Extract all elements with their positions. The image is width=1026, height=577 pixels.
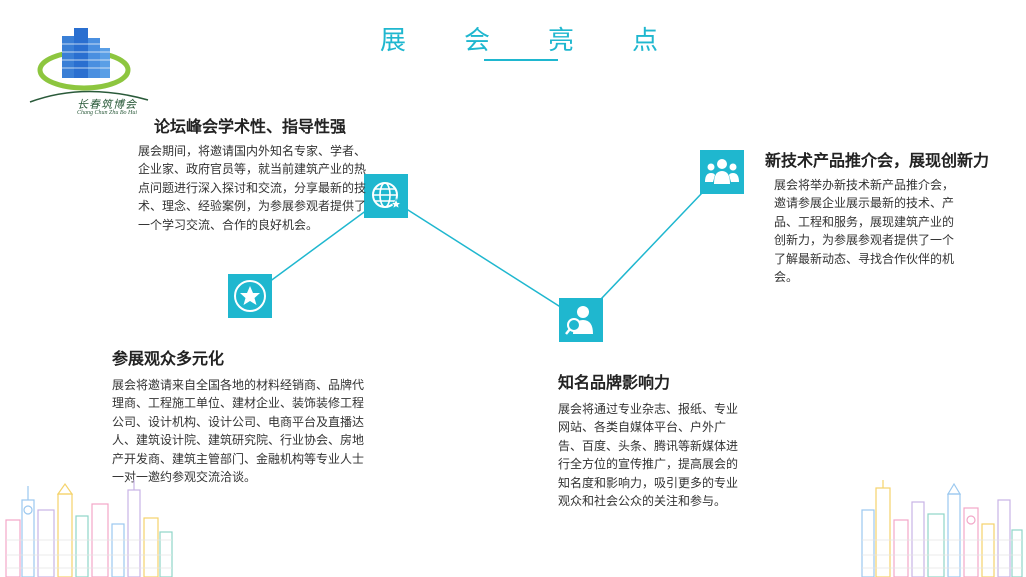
title-underline [484, 59, 558, 61]
city-skyline-right [861, 480, 1023, 577]
section-tech-title: 新技术产品推介会，展现创新力 [765, 151, 990, 170]
section-tech: 新技术产品推介会，展现创新力 展会将举办新技术新产品推介会，邀请参展企业展示最新… [765, 150, 1015, 286]
group-people-icon-box [700, 150, 744, 194]
section-visitors: 参展观众多元化 展会将邀请来自全国各地的材料经销商、品牌代理商、工程施工单位、建… [112, 348, 374, 486]
section-brand: 知名品牌影响力 展会将通过专业杂志、报纸、专业网站、各类自媒体平台、户外广告、百… [558, 372, 748, 510]
logo-english-text: Chang Chun Zhu Bo Hui [76, 110, 137, 116]
star-icon-box [228, 274, 272, 318]
search-person-icon-box [559, 298, 603, 342]
section-forum-body: 展会期间，将邀请国内外知名专家、学者、企业家、政府官员等，就当前建筑产业的热点问… [138, 144, 367, 232]
section-visitors-title: 参展观众多元化 [112, 349, 225, 368]
search-person-icon [565, 306, 593, 335]
section-visitors-body: 展会将邀请来自全国各地的材料经销商、品牌代理商、工程施工单位、建材企业、装饰装修… [112, 378, 365, 485]
logo-chinese-text: 长春筑博会 [77, 98, 137, 111]
section-brand-title: 知名品牌影响力 [558, 373, 671, 392]
section-tech-body: 展会将举办新技术新产品推介会，邀请参展企业展示最新的技术、产品、工程和服务，展现… [774, 178, 955, 285]
section-forum: 论坛峰会学术性、指导性强 展会期间，将邀请国内外知名专家、学者、企业家、政府官员… [138, 116, 368, 234]
globe-icon [372, 182, 403, 210]
logo: 长春筑博会 Chang Chun Zhu Bo Hui [22, 24, 162, 124]
section-forum-title: 论坛峰会学术性、指导性强 [154, 117, 347, 136]
group-people-icon [705, 159, 739, 184]
city-skyline-left [5, 480, 173, 577]
globe-icon-box [364, 174, 408, 218]
section-brand-body: 展会将通过专业杂志、报纸、专业网站、各类自媒体平台、户外广告、百度、头条、腾讯等… [558, 402, 739, 509]
page-title: 展会亮点 [380, 26, 717, 56]
logo-graphic [29, 28, 149, 103]
star-icon [234, 280, 266, 312]
